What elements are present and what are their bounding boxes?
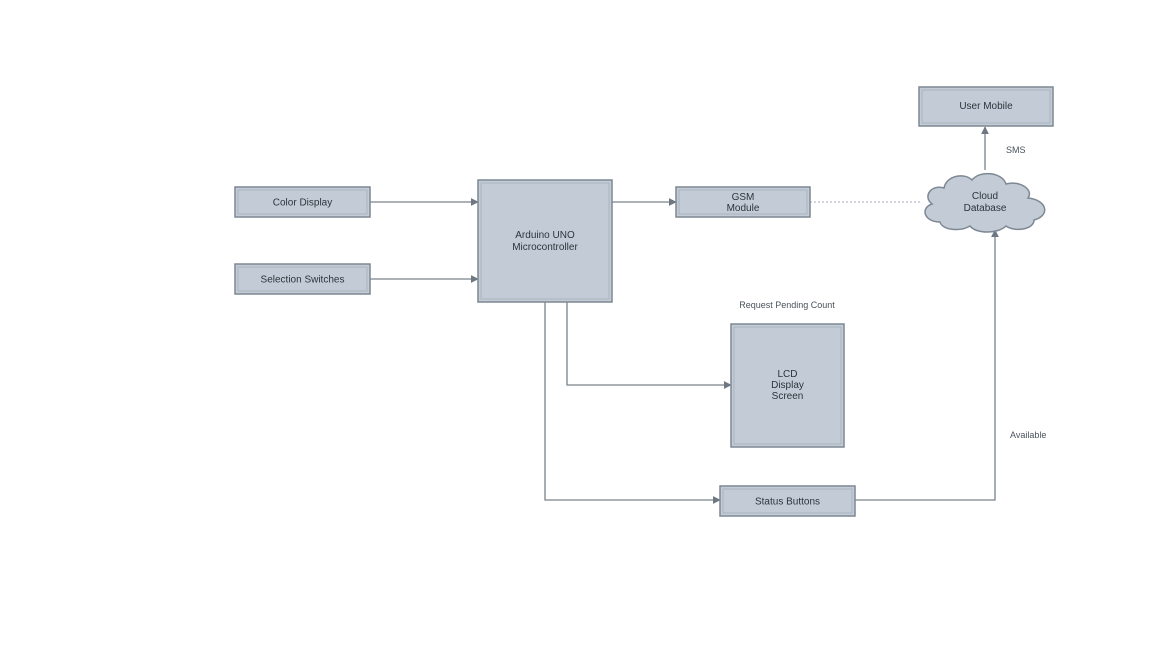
node-arduino-uno-label-line1: Arduino UNO xyxy=(515,230,575,241)
node-cloud-database-label-line2: Database xyxy=(964,203,1007,214)
node-cloud-database: Cloud Database xyxy=(924,172,1046,233)
edges xyxy=(370,126,999,504)
node-status-buttons: Status Buttons xyxy=(719,485,856,517)
node-cloud-database-label-line1: Cloud xyxy=(972,191,998,202)
node-lcd-display-screen: LCD Display Screen xyxy=(730,323,845,448)
label-sms: SMS xyxy=(1006,145,1026,155)
cloud-icon xyxy=(924,172,1046,233)
node-arduino-uno-label-line2: Microcontroller xyxy=(512,242,578,253)
edge-status-buttons-to-cloud xyxy=(855,229,999,501)
label-available: Available xyxy=(1010,430,1046,440)
label-request-pending-count: Request Pending Count xyxy=(739,300,835,310)
node-gsm-module-label-line1: GSM xyxy=(732,192,755,203)
node-lcd-label-line3: Screen xyxy=(772,391,804,402)
node-status-buttons-label: Status Buttons xyxy=(755,497,820,508)
node-user-mobile-label: User Mobile xyxy=(959,101,1013,112)
node-color-display-label: Color Display xyxy=(273,198,332,209)
node-lcd-label-line2: Display xyxy=(771,380,804,391)
node-user-mobile: User Mobile xyxy=(918,86,1054,127)
node-color-display: Color Display xyxy=(234,186,371,218)
node-selection-switches-label: Selection Switches xyxy=(261,275,345,286)
node-lcd-label-line1: LCD xyxy=(777,369,797,380)
node-selection-switches: Selection Switches xyxy=(234,263,371,295)
node-arduino-uno: Arduino UNO Microcontroller xyxy=(477,179,613,303)
edge-arduino-to-status-buttons xyxy=(544,302,721,504)
node-gsm-module: GSM Module xyxy=(675,186,811,218)
node-gsm-module-label-line2: Module xyxy=(727,203,760,214)
edge-arduino-to-lcd xyxy=(566,302,732,389)
